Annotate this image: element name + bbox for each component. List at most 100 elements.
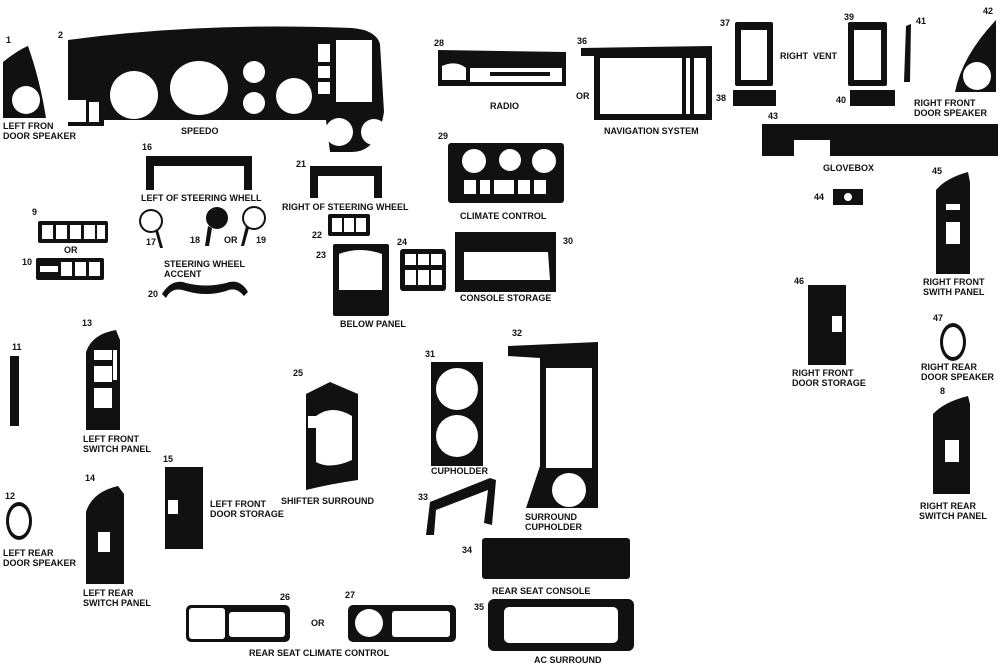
part-34-label-line-1: REAR SEAT CONSOLE (492, 586, 590, 596)
part-38-shape (733, 90, 776, 106)
or-9-10: OR (64, 245, 78, 255)
part-25-label-line-1: SHIFTER SURROUND (281, 496, 375, 506)
part-17-shape (139, 209, 163, 248)
part-12-label-line-2: DOOR SPEAKER (3, 558, 77, 568)
part-37-label: RIGHT VENT (780, 51, 838, 61)
part-26-number: 26 (280, 592, 290, 602)
part-42-label-line-1: RIGHT FRONT (914, 98, 976, 108)
part-45-number: 45 (932, 166, 942, 176)
part-37-label-line-1: RIGHT VENT (780, 51, 838, 61)
part-14-label-line-1: LEFT REAR (83, 588, 134, 598)
part-9-shape (38, 221, 108, 243)
part-31-label-line-1: CUPHOLDER (431, 466, 489, 476)
part-36-label-line-1: NAVIGATION SYSTEM (604, 126, 699, 136)
part-16-shape (146, 156, 252, 190)
part-16-label: LEFT OF STEERING WHELL (141, 193, 262, 203)
part-28-number: 28 (434, 38, 444, 48)
part-30-shape (455, 232, 556, 292)
part-35-shape (488, 599, 634, 651)
part-32-label-line-2: CUPHOLDER (525, 522, 583, 532)
part-12-label-line-1: LEFT REAR (3, 548, 54, 558)
part-36-label: NAVIGATION SYSTEM (604, 126, 699, 136)
or-radio-nav: OR (576, 91, 590, 101)
part-28-shape (438, 50, 566, 86)
part-47-label-line-1: RIGHT REAR (921, 362, 978, 372)
part-36-number: 36 (577, 36, 587, 46)
part-42-label-line-2: DOOR SPEAKER (914, 108, 988, 118)
part-4-number: 4 (183, 50, 188, 60)
part-31-shape (431, 362, 483, 466)
part-41-number: 41 (916, 16, 926, 26)
part-31-label: CUPHOLDER (431, 466, 489, 476)
part-30-label-line-1: CONSOLE STORAGE (460, 293, 551, 303)
part-32-shape (508, 342, 598, 508)
part-35-label-line-1: AC SURROUND (534, 655, 602, 665)
part-28-label-line-1: RADIO (490, 101, 519, 111)
part-46-number: 46 (794, 276, 804, 286)
part-8-label-line-1: RIGHT REAR (920, 501, 977, 511)
part-18-number: 18 (190, 235, 200, 245)
part-45-label-line-2: SWITH PANEL (923, 287, 985, 297)
or-26-27: OR (311, 618, 325, 628)
part-43-shape (762, 124, 998, 156)
part-47-shape (940, 323, 966, 361)
part-23-label-line-1: BELOW PANEL (340, 319, 406, 329)
part-14-shape (86, 486, 124, 584)
part-14-number: 14 (85, 473, 95, 483)
part-4-label-line-1: SPEEDO (181, 126, 219, 136)
part-42-shape (955, 20, 996, 92)
part-36-shape (581, 46, 712, 120)
part-1-label-line-1: LEFT FRON (3, 121, 54, 131)
part-1-shape (3, 46, 46, 118)
part-8-number: 8 (940, 386, 945, 396)
part-28-label: RADIO (490, 101, 519, 111)
part-32-number: 32 (512, 328, 522, 338)
part-34-label: REAR SEAT CONSOLE (492, 586, 590, 596)
part-22-shape (328, 214, 370, 236)
part-24-number: 24 (397, 237, 407, 247)
part-20-number: 20 (148, 289, 158, 299)
part-20-label-line-2: ACCENT (164, 269, 202, 279)
part-27-shape (348, 605, 456, 642)
part-33-shape (426, 478, 496, 535)
part-21-label: RIGHT OF STEERING WHEEL (282, 202, 409, 212)
part-13-number: 13 (82, 318, 92, 328)
part-15-label-line-2: DOOR STORAGE (210, 509, 284, 519)
part-25-number: 25 (293, 368, 303, 378)
part-30-label: CONSOLE STORAGE (460, 293, 551, 303)
part-42-number: 42 (983, 6, 993, 16)
part-9-number: 9 (32, 207, 37, 217)
part-10-shape (36, 258, 104, 280)
part-29-label: CLIMATE CONTROL (460, 211, 547, 221)
part-30-number: 30 (563, 236, 573, 246)
part-47-label-line-2: DOOR SPEAKER (921, 372, 995, 382)
part-22-number: 22 (312, 230, 322, 240)
part-13-label-line-1: LEFT FRONT (83, 434, 139, 444)
part-14-label-line-2: SWITCH PANEL (83, 598, 151, 608)
part-27-label-line-1: REAR SEAT CLIMATE CONTROL (249, 648, 390, 658)
part-39-number: 39 (844, 12, 854, 22)
part-29-label-line-1: CLIMATE CONTROL (460, 211, 547, 221)
alternative-marks: OR OR OR OR (64, 91, 590, 628)
part-19-number: 19 (256, 235, 266, 245)
part-35-label: AC SURROUND (534, 655, 602, 665)
part-15-number: 15 (163, 454, 173, 464)
part-17-number: 17 (146, 237, 156, 247)
part-31-number: 31 (425, 349, 435, 359)
part-21-shape (310, 166, 382, 198)
part-2-shape (68, 26, 387, 152)
part-44-shape (833, 189, 863, 205)
part-15-label-line-1: LEFT FRONT (210, 499, 266, 509)
part-24-shape (400, 249, 446, 291)
part-23-shape (333, 244, 389, 316)
part-43-label-line-1: GLOVEBOX (823, 163, 874, 173)
part-46-label-line-1: RIGHT FRONT (792, 368, 854, 378)
